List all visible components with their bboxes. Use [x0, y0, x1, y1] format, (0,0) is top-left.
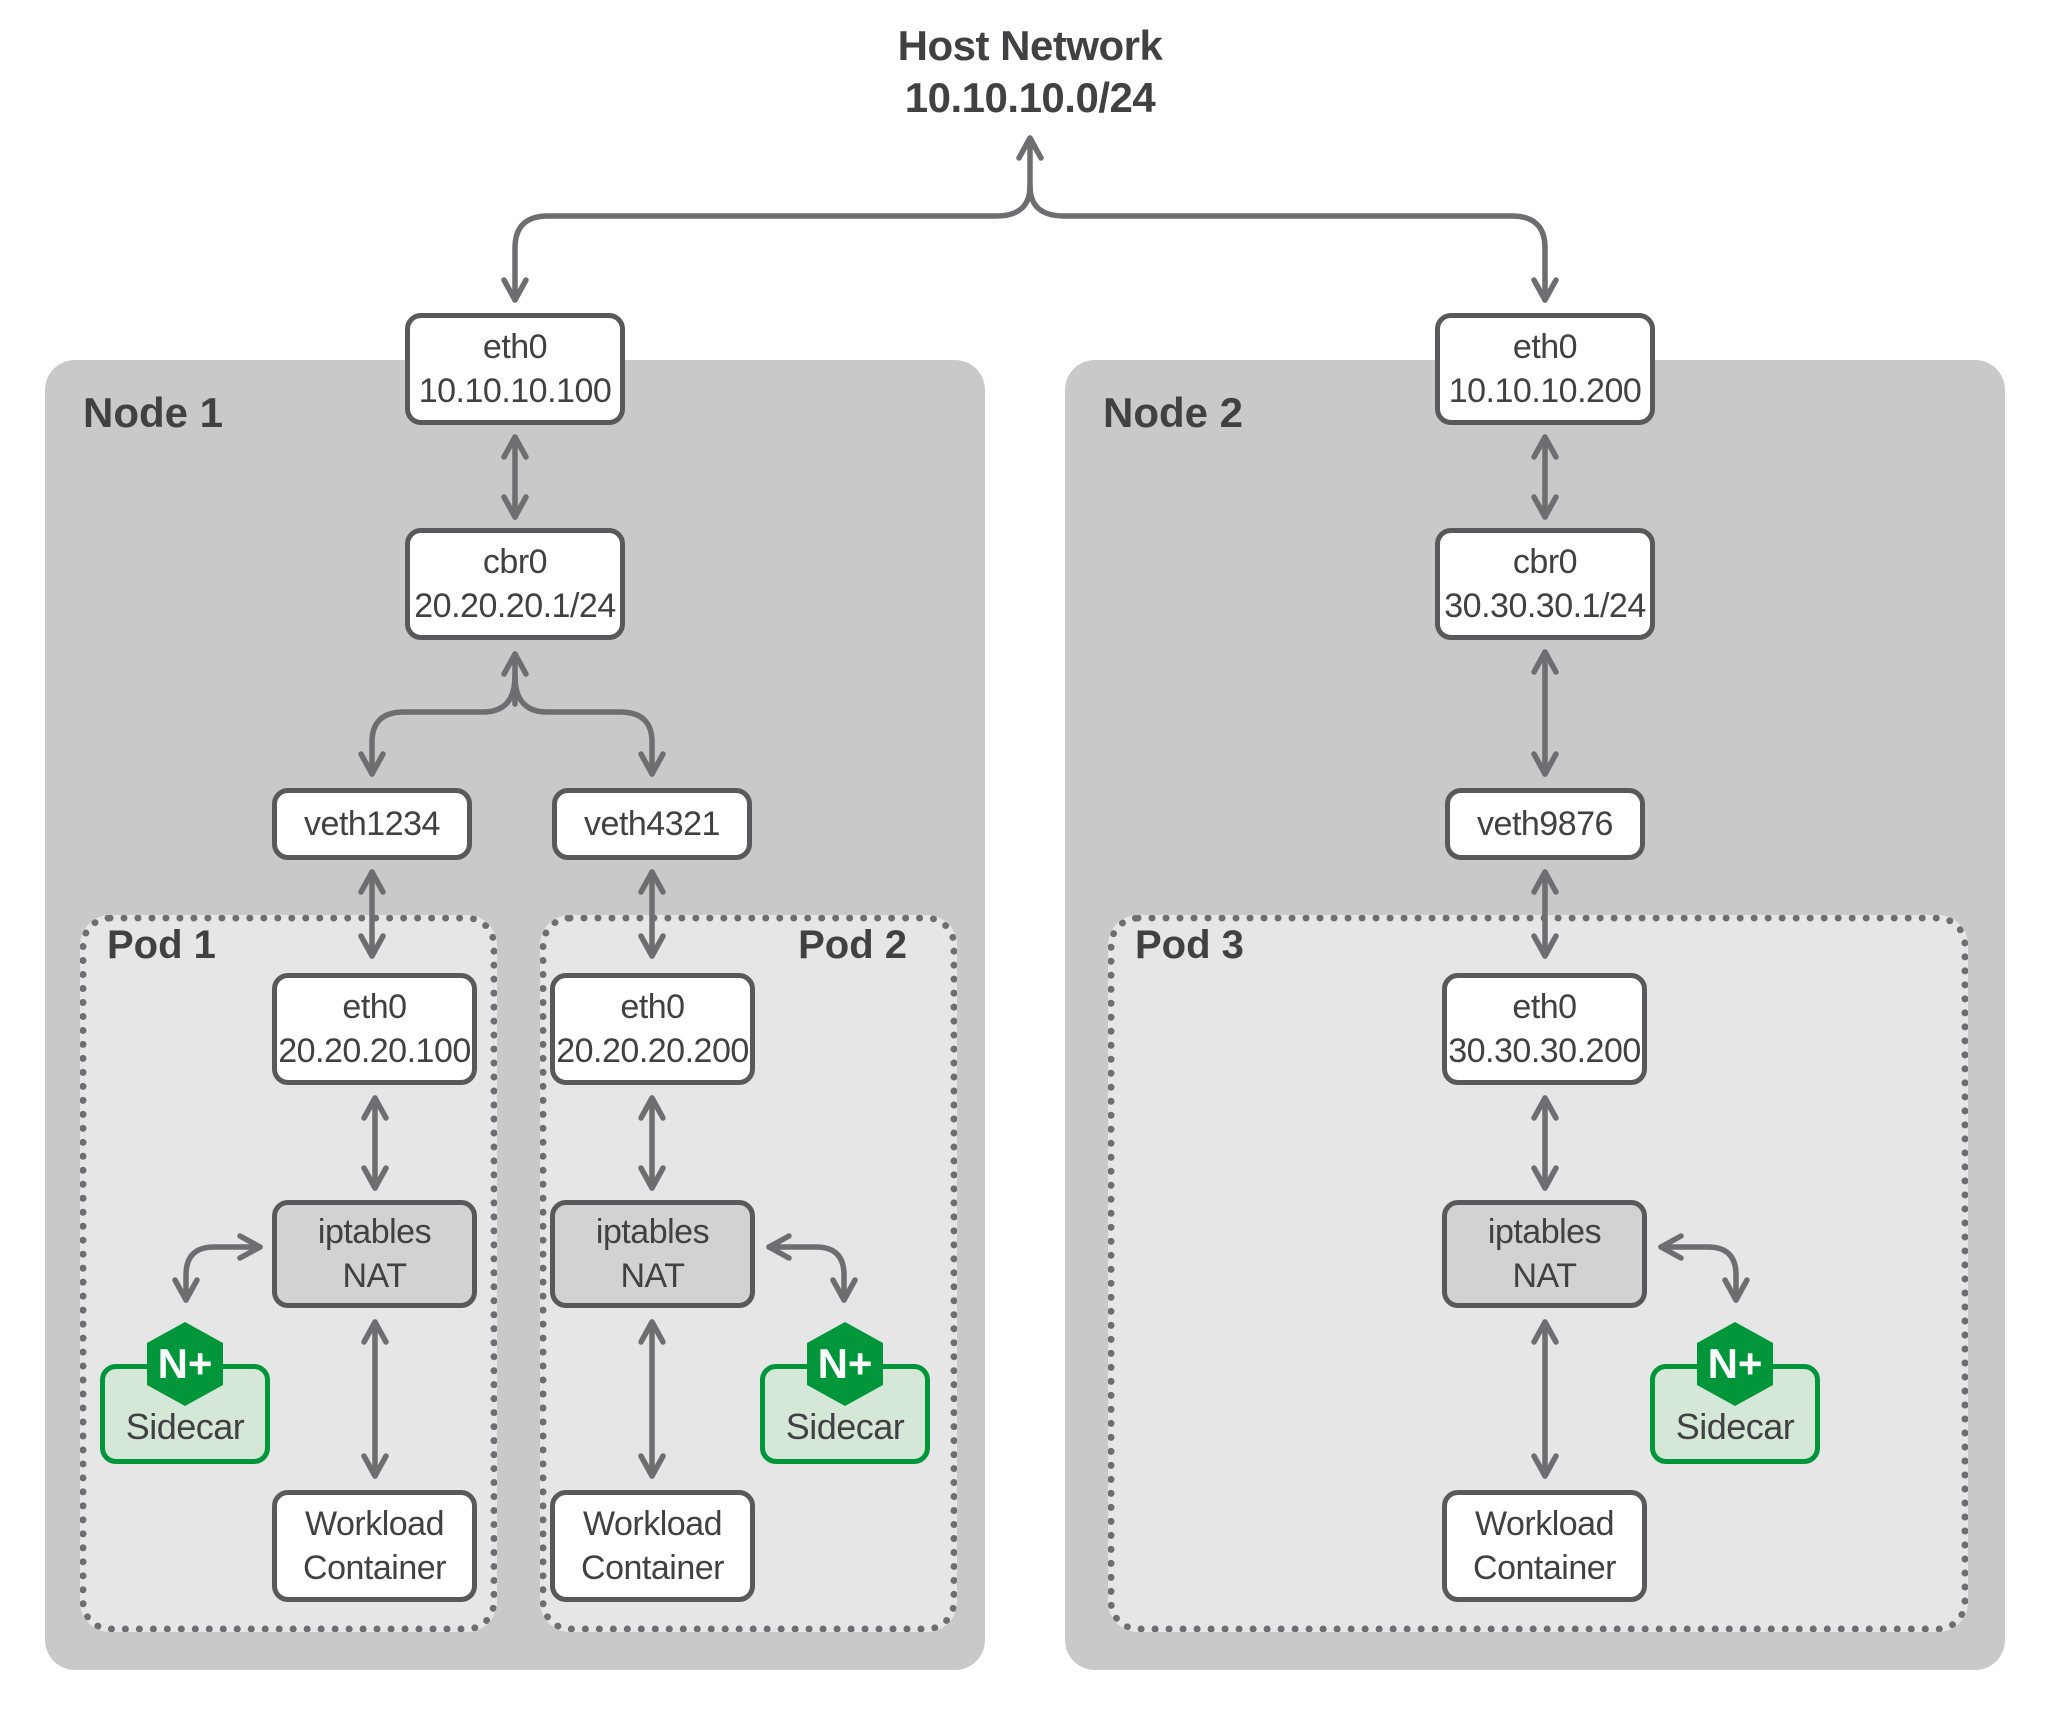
bridge-cidr: 30.30.30.1/24: [1444, 587, 1646, 625]
interface-name: eth0: [620, 988, 685, 1026]
pod-1-eth0-box: eth0 20.20.20.100: [272, 973, 477, 1085]
pod-2-workload-box: Workload Container: [550, 1490, 755, 1602]
veth9876-box: veth9876: [1445, 788, 1645, 860]
pod-3-workload-box: Workload Container: [1442, 1490, 1647, 1602]
nat-line-2: NAT: [1512, 1257, 1577, 1295]
veth-name: veth1234: [304, 805, 440, 843]
sidecar-label: Sidecar: [785, 1406, 905, 1447]
nat-line-1: iptables: [317, 1213, 432, 1251]
pod-2-iptables-nat-box: iptables NAT: [550, 1200, 755, 1308]
nginx-plus-icon: N+: [807, 1322, 883, 1406]
interface-name: eth0: [1512, 988, 1577, 1026]
veth4321-box: veth4321: [552, 788, 752, 860]
node-1-cbr0-box: cbr0 20.20.20.1/24: [405, 528, 625, 640]
interface-ip: 10.10.10.100: [418, 372, 612, 410]
pod-2-label: Pod 2: [798, 923, 907, 967]
host-network-cidr: 10.10.10.0/24: [904, 74, 1156, 121]
sidecar-label: Sidecar: [1675, 1406, 1795, 1447]
workload-line-2: Container: [581, 1549, 724, 1587]
node-2-eth0-box: eth0 10.10.10.200: [1435, 313, 1655, 425]
pod-1-label: Pod 1: [107, 923, 216, 967]
veth1234-box: veth1234: [272, 788, 472, 860]
interface-ip: 30.30.30.200: [1448, 1032, 1641, 1070]
interface-name: eth0: [1512, 328, 1578, 366]
workload-line-1: Workload: [583, 1505, 723, 1543]
nat-line-1: iptables: [1487, 1213, 1602, 1251]
pod-1-workload-box: Workload Container: [272, 1490, 477, 1602]
interface-ip: 20.20.20.100: [278, 1032, 471, 1070]
pod-3-sidecar-box: Sidecar: [1650, 1364, 1820, 1464]
veth-name: veth4321: [584, 805, 720, 843]
node-1-label: Node 1: [83, 389, 224, 436]
nginx-plus-logo-text: N+: [157, 1340, 213, 1387]
sidecar-label: Sidecar: [125, 1406, 245, 1447]
bridge-name: cbr0: [482, 543, 548, 581]
host-network-title: Host Network: [897, 22, 1163, 69]
nat-line-2: NAT: [620, 1257, 685, 1295]
veth-name: veth9876: [1477, 805, 1613, 843]
workload-line-2: Container: [303, 1549, 446, 1587]
interface-ip: 20.20.20.200: [556, 1032, 749, 1070]
nat-line-1: iptables: [595, 1213, 710, 1251]
pod-2-eth0-box: eth0 20.20.20.200: [550, 973, 755, 1085]
workload-line-1: Workload: [305, 1505, 445, 1543]
nginx-plus-logo-text: N+: [817, 1340, 873, 1387]
interface-ip: 10.10.10.200: [1448, 372, 1642, 410]
interface-name: eth0: [482, 328, 548, 366]
interface-name: eth0: [342, 988, 407, 1026]
pod-3-label: Pod 3: [1135, 923, 1244, 967]
pod-1-iptables-nat-box: iptables NAT: [272, 1200, 477, 1308]
pod-3-iptables-nat-box: iptables NAT: [1442, 1200, 1647, 1308]
nginx-plus-logo-text: N+: [1707, 1340, 1763, 1387]
nginx-plus-icon: N+: [147, 1322, 223, 1406]
node-2-label: Node 2: [1103, 389, 1244, 436]
diagram-title: Host Network 10.10.10.0/24: [730, 20, 1330, 124]
nat-line-2: NAT: [342, 1257, 407, 1295]
bridge-name: cbr0: [1512, 543, 1578, 581]
bridge-cidr: 20.20.20.1/24: [414, 587, 616, 625]
node-1-eth0-box: eth0 10.10.10.100: [405, 313, 625, 425]
node-2-cbr0-box: cbr0 30.30.30.1/24: [1435, 528, 1655, 640]
workload-line-1: Workload: [1475, 1505, 1615, 1543]
pod-3-eth0-box: eth0 30.30.30.200: [1442, 973, 1647, 1085]
workload-line-2: Container: [1473, 1549, 1616, 1587]
